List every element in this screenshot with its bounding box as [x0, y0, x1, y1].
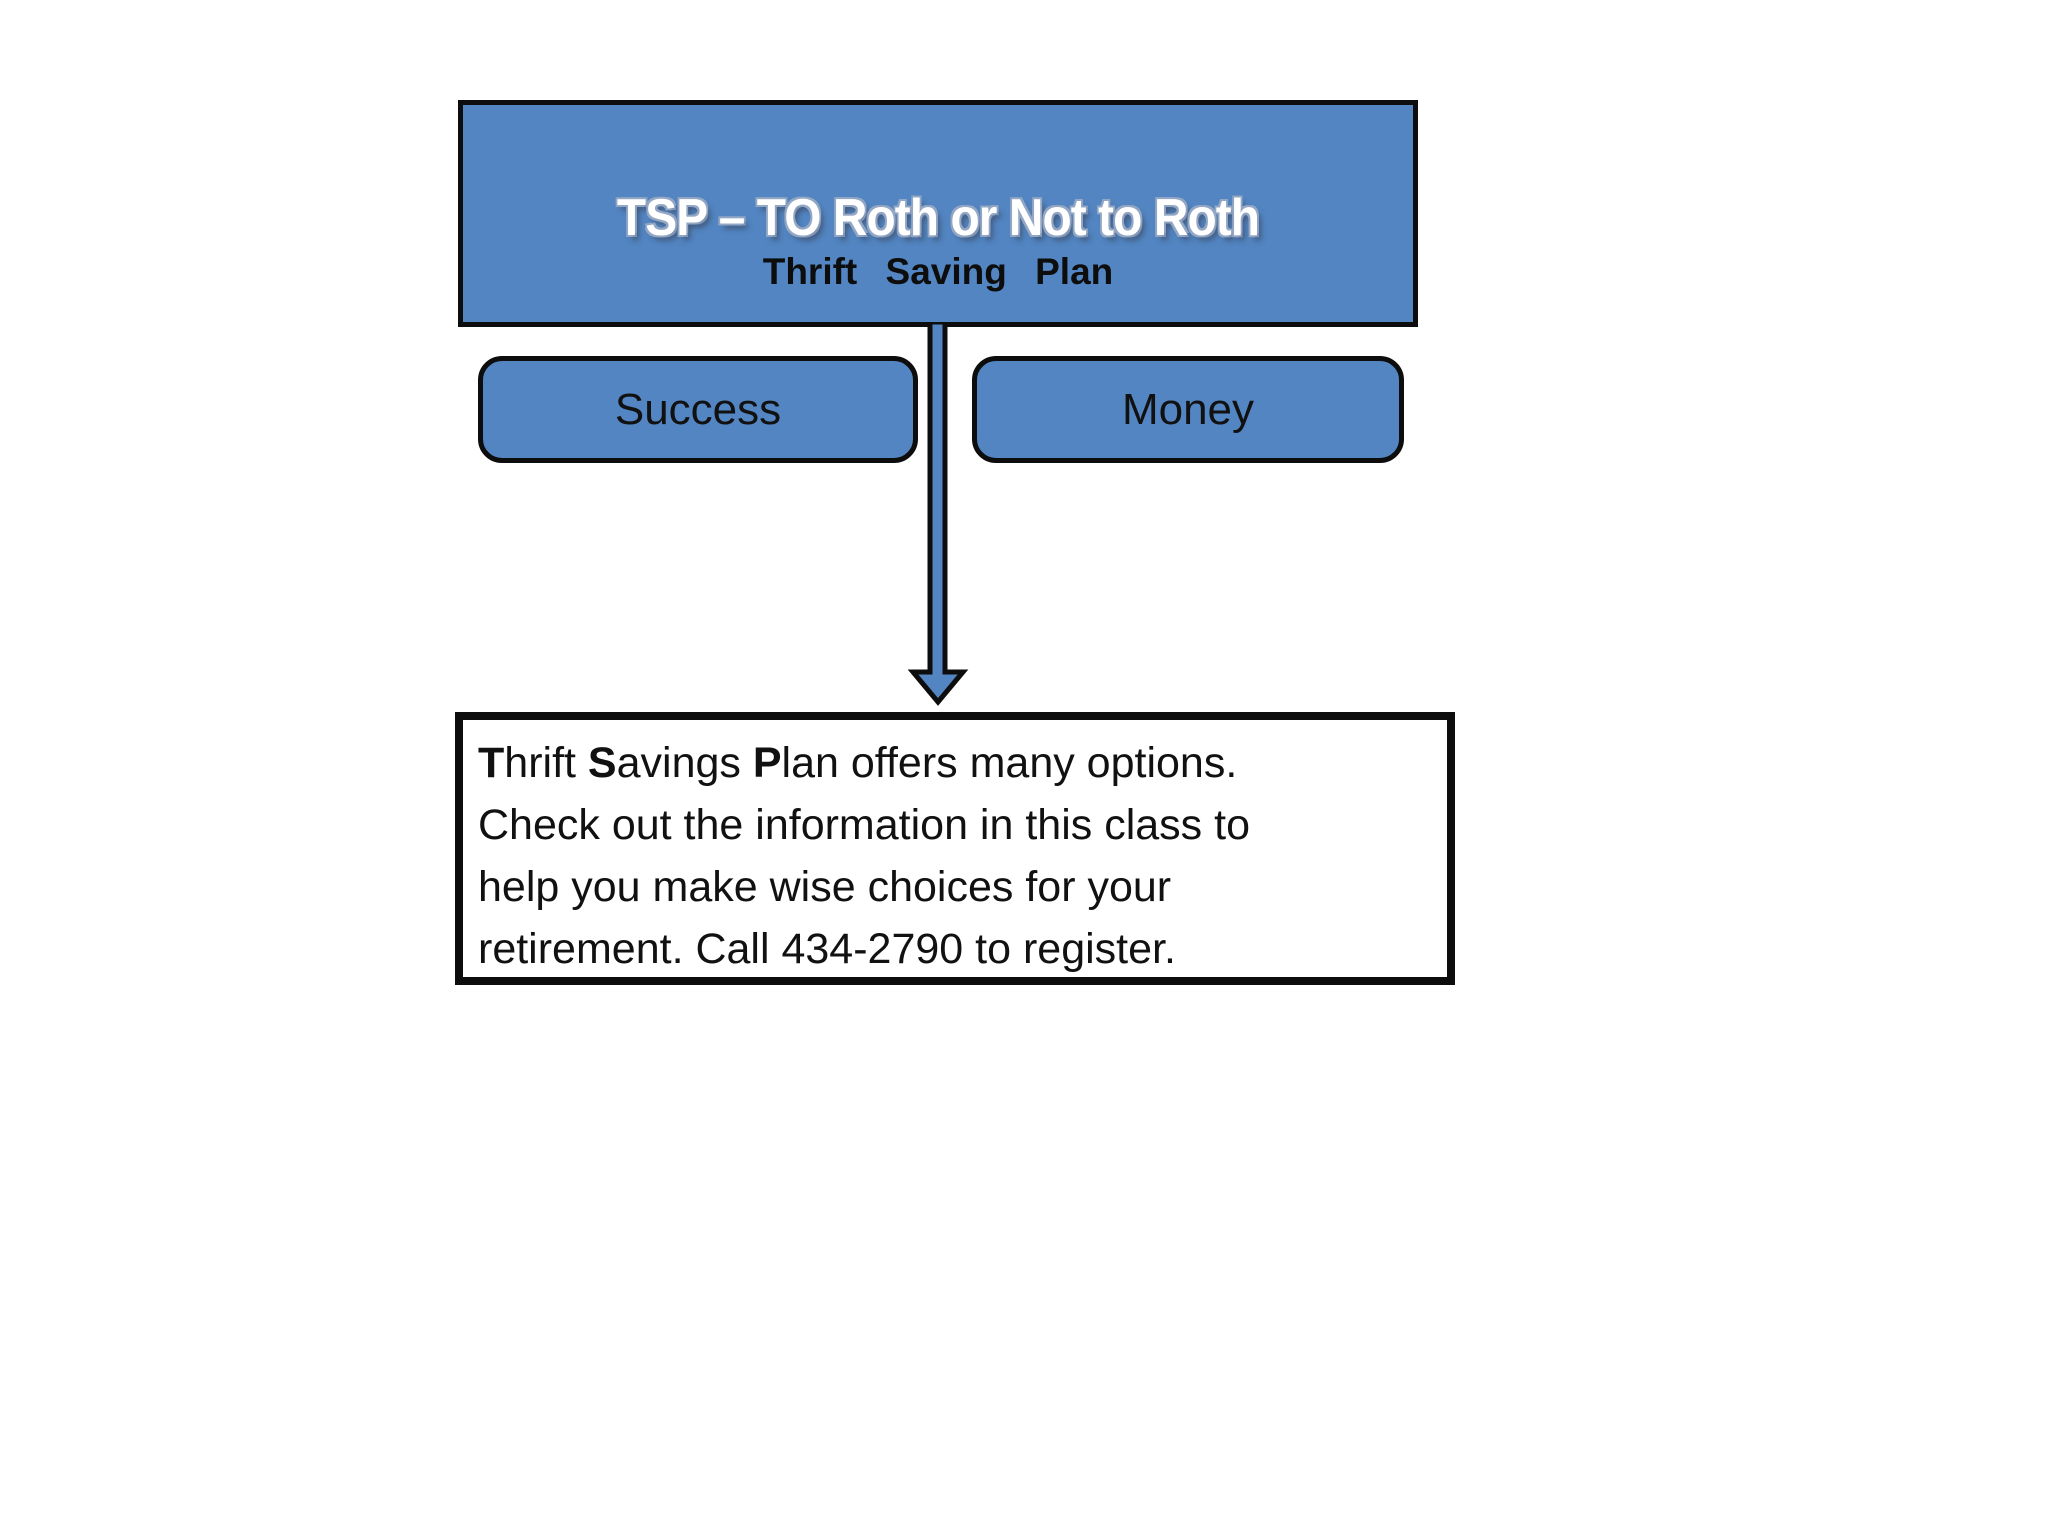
- down-arrow-icon: [907, 322, 969, 706]
- money-button[interactable]: Money: [972, 356, 1404, 463]
- description-line-2: Check out the information in this class …: [478, 801, 1250, 849]
- description-line-1-seg-1: hrift: [504, 739, 588, 787]
- header-box: TSP – TO Roth or Not to Roth Thrift Savi…: [458, 100, 1418, 327]
- money-button-label: Money: [1121, 384, 1255, 434]
- description-line-1: Thrift Savings Plan offers many options.: [478, 732, 1427, 794]
- description-line-1-seg-3: avings: [616, 739, 753, 787]
- header-subtitle: Thrift Saving Plan: [762, 251, 1114, 292]
- header-title: TSP – TO Roth or Not to Roth: [616, 189, 1260, 247]
- description-line-1-seg-5: lan offers many options.: [781, 739, 1238, 787]
- success-button-label: Success: [614, 384, 782, 434]
- success-button[interactable]: Success: [478, 356, 918, 463]
- description-line-4: retirement. Call 434-2790 to register.: [478, 925, 1176, 973]
- description-text-box: Thrift Savings Plan offers many options.…: [455, 712, 1455, 985]
- description-line-3: help you make wise choices for your: [478, 863, 1172, 911]
- description-line-1-seg-2: S: [587, 739, 617, 787]
- description-line-1-seg-4: P: [752, 739, 782, 787]
- description-line-1-seg-0: T: [478, 739, 505, 787]
